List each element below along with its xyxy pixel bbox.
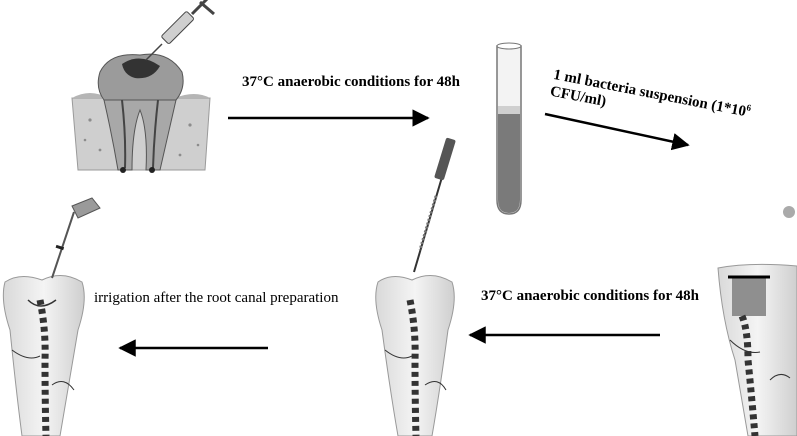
test-tube-icon [496, 42, 522, 215]
filled-tooth-icon [717, 263, 797, 436]
arrow-step2 [544, 112, 690, 151]
label-step3: 37°C anaerobic conditions for 48h [481, 288, 699, 304]
label-step4: irrigation after the root canal preparat… [94, 290, 339, 306]
bullet-dot [783, 206, 795, 218]
endodontic-file-icon [413, 137, 456, 273]
irrigated-tooth-icon [2, 275, 85, 436]
prepared-tooth-icon [375, 275, 455, 436]
syringe-icon [145, 0, 215, 61]
tooth-cross-section-icon [71, 53, 211, 173]
irrigation-needle-icon [51, 197, 101, 279]
label-step1: 37°C anaerobic conditions for 48h [242, 74, 460, 90]
